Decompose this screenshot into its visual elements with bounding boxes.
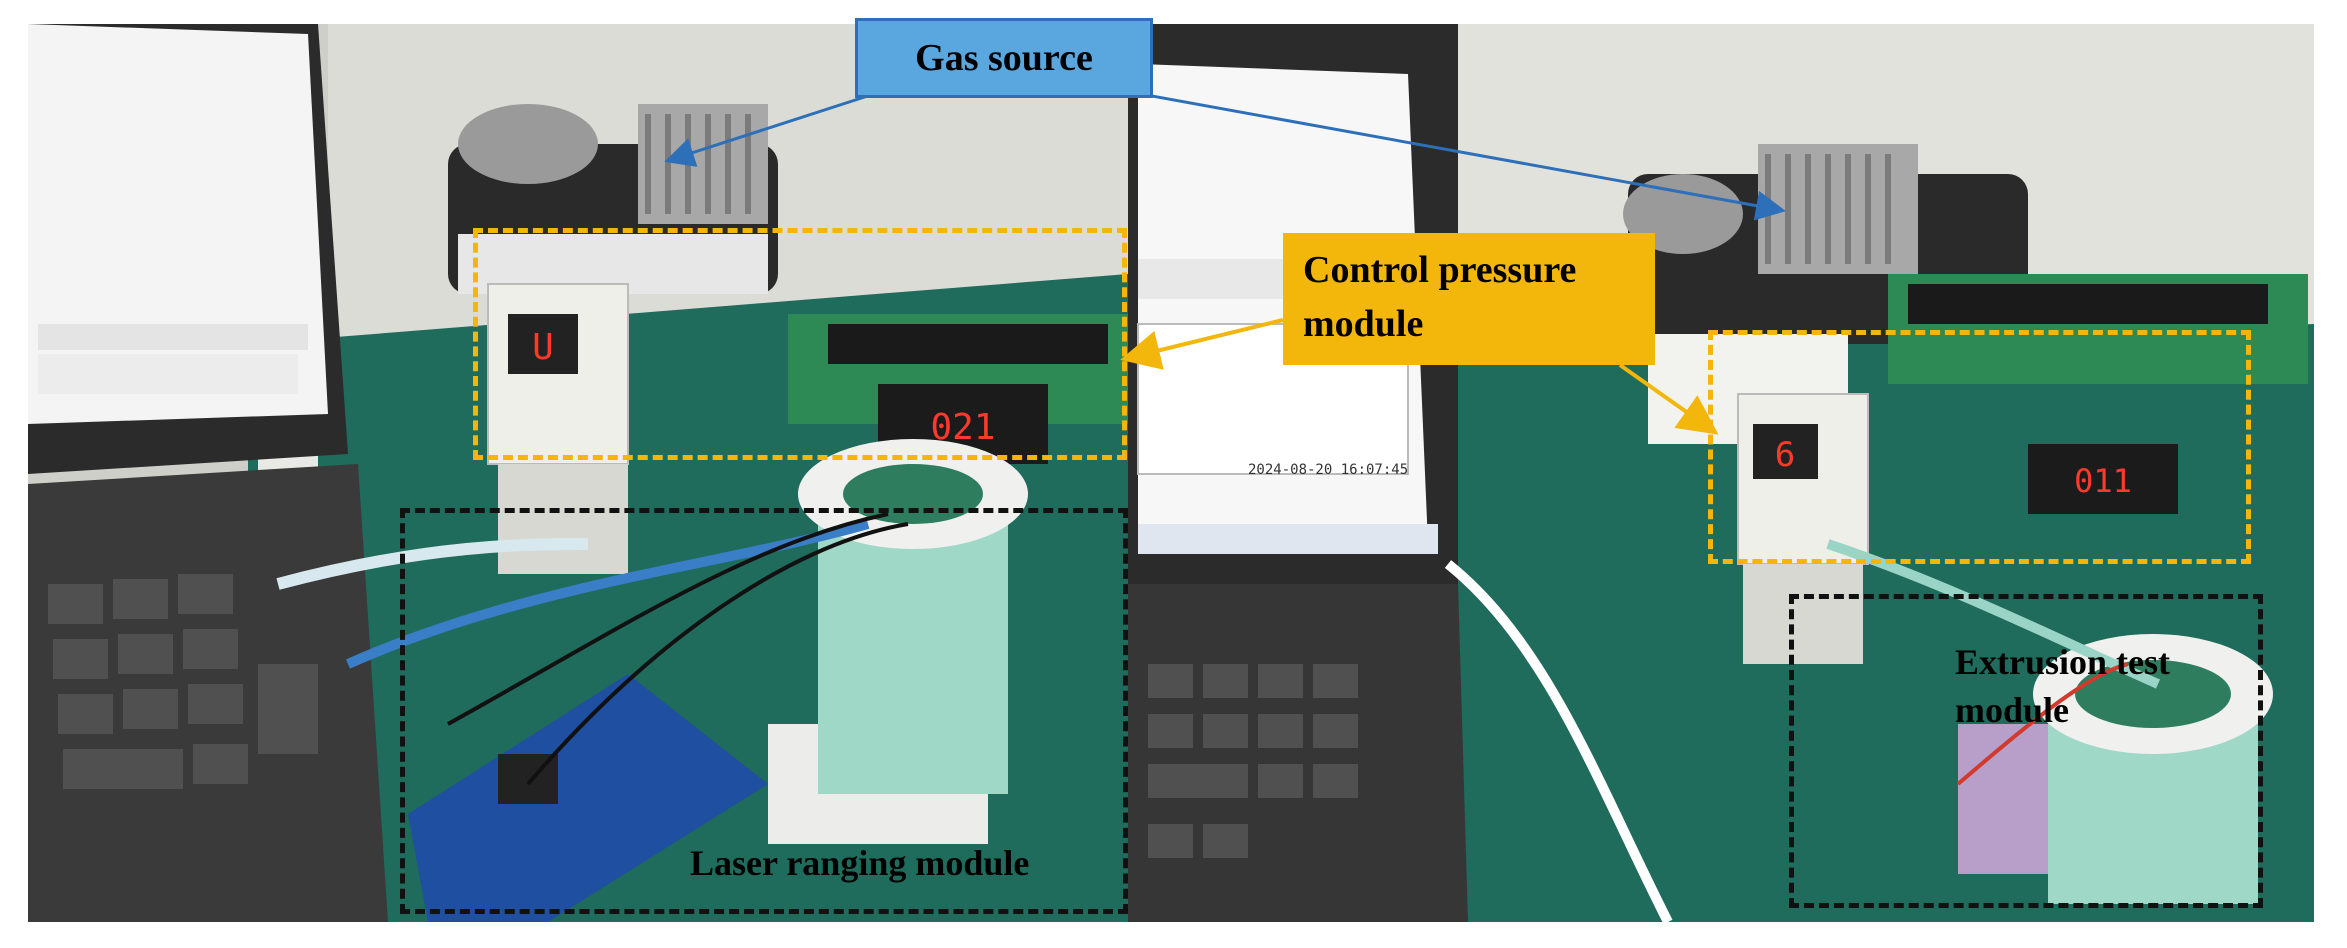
- right-screen-timestamp: 2024-08-20 16:07:45: [1248, 462, 1408, 478]
- laser-ranging-box: [400, 508, 1128, 914]
- arrow-gas-right: [1129, 90, 1786, 221]
- arrow-control-right: [1618, 363, 1719, 435]
- control-pressure-label: Control pressure module: [1283, 233, 1655, 365]
- gas-source-label: Gas source: [855, 18, 1153, 98]
- left-display-digit: U: [532, 327, 554, 368]
- extrusion-test-label: Extrusion test module: [1955, 642, 2170, 730]
- extrusion-test-box: [1789, 594, 2263, 908]
- arrow-control-left: [1120, 318, 1284, 370]
- control-pressure-box-right: [1708, 330, 2251, 564]
- right-display-digit: 6: [1775, 435, 1795, 475]
- laser-ranging-label: Laser ranging module: [690, 843, 1030, 883]
- arrow-gas-left: [664, 90, 881, 167]
- right-meter-readout: 011: [2074, 462, 2132, 500]
